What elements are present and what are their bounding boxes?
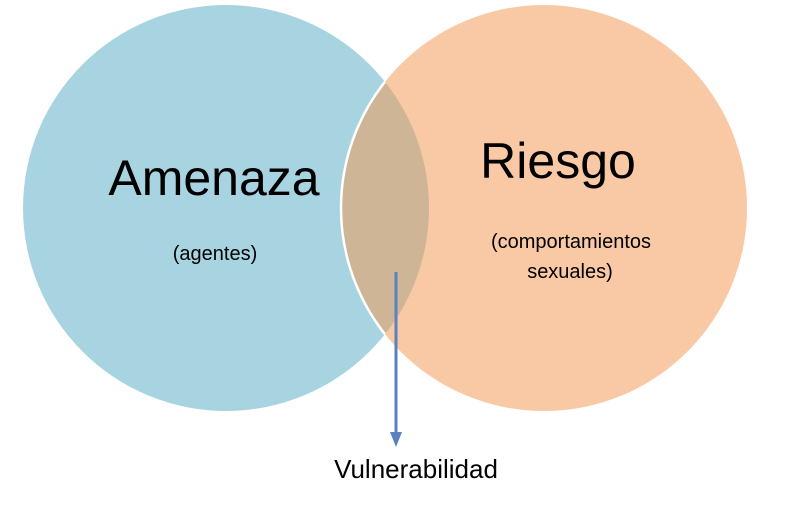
vulnerabilidad-label: Vulnerabilidad — [334, 454, 498, 484]
amenaza-circle — [23, 5, 429, 411]
riesgo-sublabel-line1: (comportamientos — [490, 231, 652, 253]
amenaza-sublabel: (agentes) — [172, 243, 258, 265]
vulnerabilidad-arrow-head — [390, 432, 402, 447]
riesgo-label: Riesgo — [480, 133, 636, 189]
riesgo-circle — [341, 5, 747, 411]
riesgo-circle-outline — [339, 5, 429, 411]
riesgo-sublabel-line2: sexuales) — [527, 261, 613, 283]
amenaza-label: Amenaza — [108, 150, 320, 206]
